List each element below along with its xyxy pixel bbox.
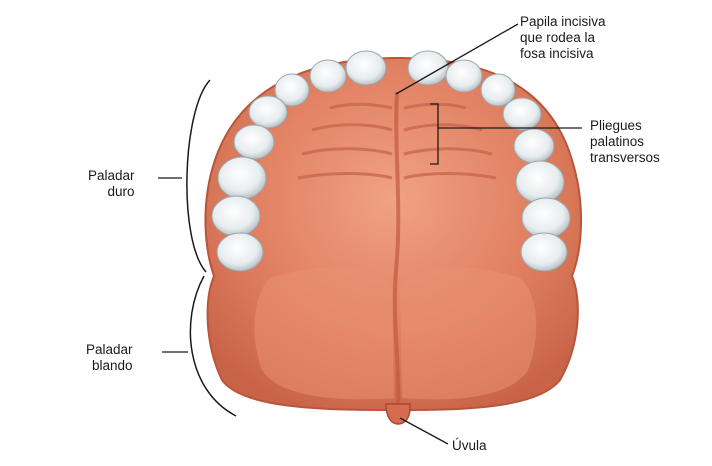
- tooth: [514, 129, 554, 163]
- label-papila-incisiva: Papila incisiva que rodea la fosa incisi…: [520, 14, 606, 62]
- label-paladar-blando: Paladar blando: [86, 342, 133, 374]
- tooth: [310, 60, 346, 92]
- label-pliegues-palatinos: Pliegues palatinos transversos: [590, 118, 660, 166]
- tooth: [521, 233, 567, 271]
- tooth: [522, 198, 570, 238]
- label-uvula: Úvula: [452, 438, 487, 454]
- tooth: [234, 125, 274, 159]
- tooth: [217, 233, 263, 271]
- uvula-leader: [400, 418, 448, 444]
- soft-palate-right-lobe: [400, 267, 536, 399]
- tooth: [212, 196, 260, 236]
- tooth: [516, 161, 564, 203]
- tooth: [346, 51, 386, 85]
- soft-palate-left-lobe: [254, 267, 394, 399]
- tooth: [218, 157, 266, 199]
- tooth: [249, 96, 287, 128]
- label-paladar-duro: Paladar duro: [88, 168, 135, 200]
- tooth: [503, 98, 541, 130]
- tooth: [446, 60, 482, 92]
